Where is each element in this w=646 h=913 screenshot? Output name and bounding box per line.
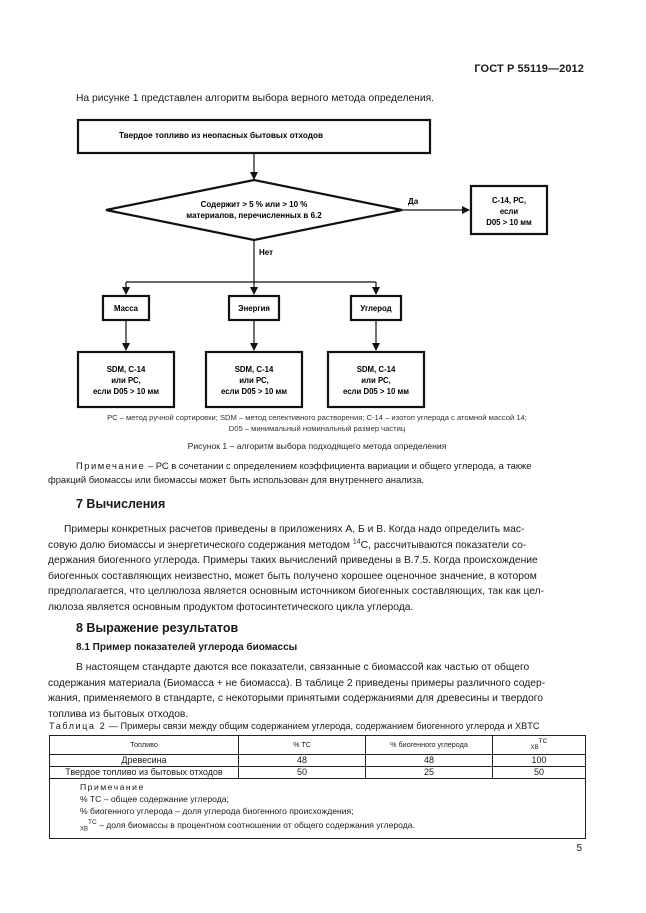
- section-8-title: 8 Выражение результатов: [76, 621, 239, 635]
- table-note-row: Примечание % TC – общее содержание углер…: [49, 777, 586, 840]
- table-row: Древесина 48 48 100: [49, 753, 586, 767]
- result-energy-line-2: или РС,: [239, 376, 269, 385]
- standard-header: ГОСТ Р 55119—2012: [474, 63, 584, 75]
- s8-line-2: содержания материала (Биомасса + не биом…: [48, 677, 546, 689]
- legend-line-2: D05 – минимальный номинальный размер час…: [228, 424, 406, 433]
- result-carbon-line-3: если D05 > 10 мм: [343, 387, 409, 396]
- yes-label: Да: [408, 197, 419, 206]
- flow-box-yes: [469, 184, 549, 236]
- cell-biogenic: 48: [365, 753, 493, 767]
- algorithm-flowchart: Твердое топливо из неопасных бытовых отх…: [76, 110, 596, 410]
- result-mass-line-2: или РС,: [111, 376, 141, 385]
- s7-line-4: биогенных составляющих неизвестно, может…: [48, 570, 537, 582]
- s7-line-1: Примеры конкретных расчетов приведены в …: [64, 524, 525, 535]
- figure-legend: РС – метод ручной сортировки; SDM – мето…: [52, 412, 582, 434]
- flow-box-result-mass: [76, 350, 176, 409]
- th-tc: % TC: [238, 735, 366, 755]
- table-note-label: Примечание: [80, 781, 145, 792]
- note-text-1: – РС в сочетании с определением коэффици…: [145, 460, 532, 471]
- result-carbon-line-2: или РС,: [361, 376, 391, 385]
- table-2-caption: Таблица 2 — Примеры связи между общим со…: [49, 721, 540, 731]
- s7-line-2: совую долю биомассы и энергетического со…: [48, 538, 588, 554]
- page-number: 5: [576, 843, 582, 854]
- legend-line-1: РС – метод ручной сортировки; SDM – мето…: [107, 413, 527, 422]
- cell-tc: 50: [238, 765, 366, 779]
- carbon-label: Углерод: [360, 304, 391, 313]
- section-8-1-title: 8.1 Пример показателей углерода биомассы: [76, 642, 298, 653]
- cell-fuel: Твердое топливо из бытовых отходов: [49, 765, 239, 779]
- mass-label: Масса: [114, 304, 139, 313]
- no-label: Нет: [259, 248, 273, 257]
- th-xbtc: XBTC: [492, 735, 586, 755]
- table-2-caption-text: — Примеры связи между общим содержанием …: [106, 721, 540, 731]
- th-xbtc-sub: XB: [530, 744, 539, 751]
- intro-paragraph: На рисунке 1 представлен алгоритм выбора…: [76, 93, 435, 104]
- th-xbtc-sup: TC: [538, 738, 548, 745]
- cell-fuel: Древесина: [49, 753, 239, 767]
- s7-line-3: держания биогенного углерода. Примеры та…: [48, 555, 538, 566]
- table-note-line-3-sub: XB: [80, 826, 89, 833]
- table-2: Топливо % TC % биогенного углерода XBTC …: [49, 735, 586, 840]
- s7-line-2-sup: 14: [352, 538, 361, 546]
- table-note-line-1: % TC – общее содержание углерода;: [80, 793, 229, 804]
- result-mass-line-1: SDM, С-14: [107, 365, 146, 374]
- section-8-body: В настоящем стандарте даются все показат…: [48, 660, 588, 722]
- decision-diamond: [105, 178, 403, 242]
- figure-note: Примечание – РС в сочетании с определени…: [48, 459, 586, 486]
- table-2-caption-label: Таблица 2: [49, 721, 107, 731]
- table-row: Твердое топливо из бытовых отходов 50 25…: [49, 765, 586, 779]
- decision-line-2: материалов, перечисленных в 6.2: [186, 211, 322, 220]
- flow-box-result-carbon: [326, 350, 426, 409]
- result-energy-line-1: SDM, С-14: [235, 365, 274, 374]
- s7-line-2a: совую долю биомассы и энергетического со…: [48, 539, 353, 551]
- cell-xbtc: 100: [492, 753, 586, 767]
- flow-box-top-label: Твердое топливо из неопасных бытовых отх…: [119, 130, 323, 140]
- s8-line-4: топлива из бытовых отходов.: [48, 708, 189, 720]
- flow-box-result-energy: [204, 350, 304, 409]
- th-biogenic: % биогенного углерода: [365, 735, 493, 755]
- figure-caption: Рисунок 1 – алгоритм выбора подходящего …: [187, 441, 447, 451]
- table-note-cell: Примечание % TC – общее содержание углер…: [49, 777, 586, 840]
- s8-line-3: жания, применяемого в стандарте, с некот…: [48, 693, 543, 704]
- yes-box-line-2: если: [500, 207, 519, 216]
- s7-line-2b: С, рассчитываются показатели со-: [360, 539, 527, 551]
- cell-xbtc: 50: [492, 765, 586, 779]
- s8-line-1: В настоящем стандарте даются все показат…: [76, 662, 530, 673]
- cell-biogenic: 25: [365, 765, 493, 779]
- note-label: Примечание: [76, 460, 146, 471]
- result-carbon-line-1: SDM, С-14: [357, 365, 396, 374]
- section-7-title: 7 Вычисления: [76, 497, 166, 511]
- s7-line-5: предполагается, что целлюлоза является о…: [48, 586, 545, 597]
- energy-label: Энергия: [238, 304, 270, 313]
- th-fuel: Топливо: [49, 735, 239, 755]
- table-note-line-3: XBTC – доля биомассы в процентном соотно…: [80, 817, 585, 836]
- note-text-2: фракций биомассы или биомассы может быть…: [48, 473, 425, 485]
- flowchart-svg: Твердое топливо из неопасных бытовых отх…: [76, 118, 549, 409]
- s7-line-6: люлоза является основным продуктом фотос…: [48, 601, 414, 613]
- note-line-1: Примечание – РС в сочетании с определени…: [76, 459, 586, 473]
- decision-line-1: Содержит > 5 % или > 10 %: [201, 200, 308, 209]
- table-header-row: Топливо % TC % биогенного углерода XBTC: [49, 735, 586, 755]
- table-note-line-2: % биогенного углерода – доля углерода би…: [80, 805, 354, 816]
- flow-box-mass: [101, 294, 151, 322]
- table-note-line-3-sup: TC: [88, 818, 97, 826]
- section-7-body: Примеры конкретных расчетов приведены в …: [48, 522, 588, 615]
- flow-box-top: [76, 118, 432, 155]
- cell-tc: 48: [238, 753, 366, 767]
- result-mass-line-3: если D05 > 10 мм: [93, 387, 159, 396]
- yes-box-line-3: D05 > 10 мм: [486, 218, 532, 227]
- result-energy-line-3: если D05 > 10 мм: [221, 387, 287, 396]
- yes-box-line-1: С-14, РС,: [492, 196, 526, 205]
- table-note-line-3-text: – доля биомассы в процентном соотношении…: [96, 819, 415, 830]
